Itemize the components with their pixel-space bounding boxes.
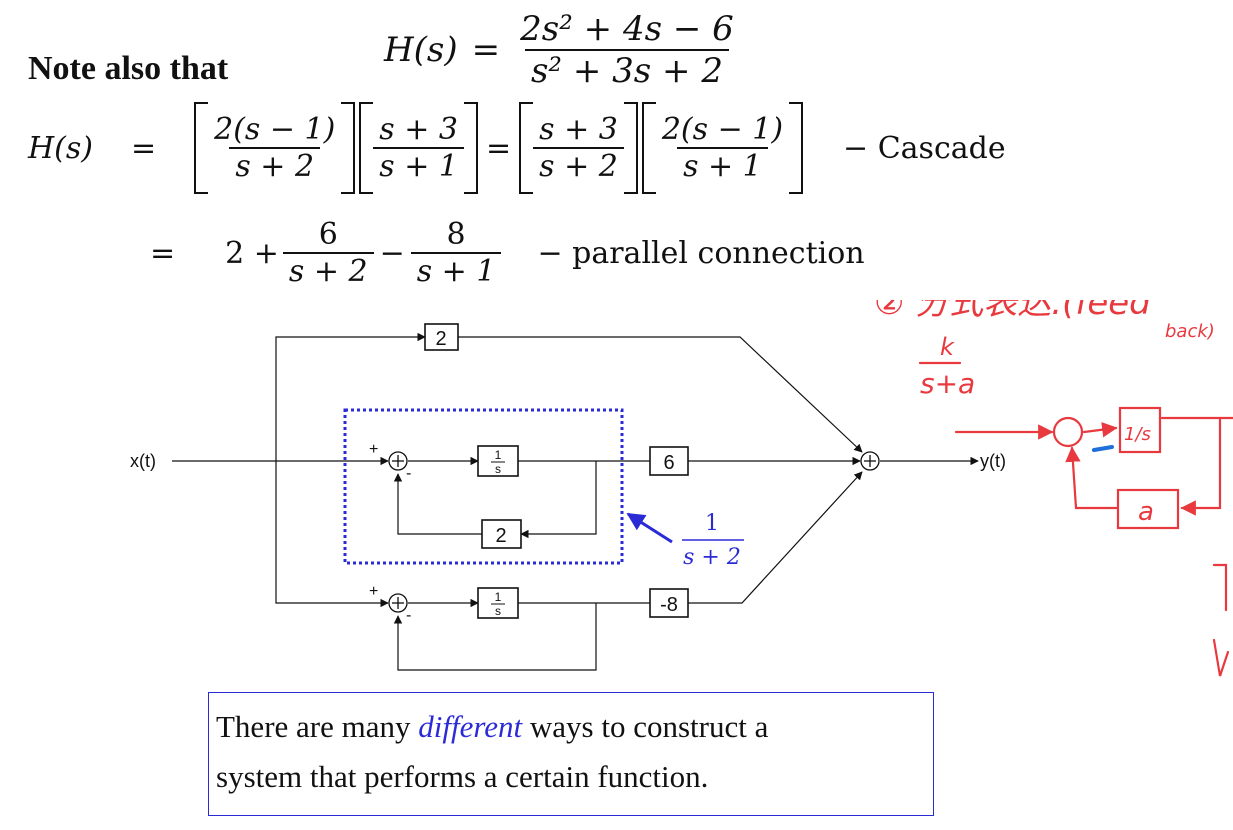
hw-frac-num: k xyxy=(940,333,955,361)
parallel-equation: = 2 + 6 s + 2 − 8 s + 1 − parallel conne… xyxy=(150,208,865,298)
input-label: x(t) xyxy=(130,451,156,471)
hw-to-integ xyxy=(1082,422,1118,438)
top-branch-out xyxy=(458,336,863,453)
mid-gain-box xyxy=(649,446,689,476)
cascade-factor-2: s + 3 s + 1 xyxy=(373,112,464,184)
fb-gain-label: 2 xyxy=(495,525,506,547)
fb-gain-box xyxy=(481,519,522,549)
bot-integ-num: 1 xyxy=(495,590,502,604)
cascade-f1-num: 2(s − 1) xyxy=(214,112,336,147)
hw-line1b: back) xyxy=(1165,321,1215,342)
cascade-f1-den: s + 2 xyxy=(229,147,321,184)
cascade-lhs: H(s) xyxy=(28,130,93,166)
parallel-f1-num: 6 xyxy=(318,217,338,252)
note-line-2: system that performs a certain function. xyxy=(216,759,709,794)
hw-gain-label: a xyxy=(1138,497,1154,527)
callout-den: s + 2 xyxy=(683,545,741,570)
parallel-label: − parallel connection xyxy=(537,235,865,271)
header-eq: = xyxy=(471,30,501,70)
header-numerator: 2s² + 4s − 6 xyxy=(520,9,734,49)
header-equation: H(s) = 2s² + 4s − 6 s² + 3s + 2 xyxy=(384,0,740,100)
cascade-f2-den: s + 1 xyxy=(373,147,464,184)
header-denominator: s² + 3s + 2 xyxy=(524,49,729,91)
bot-plus-sign: + xyxy=(369,583,378,600)
callout-arrow xyxy=(626,512,673,544)
bot-integ-den: s xyxy=(495,604,501,618)
mid-feedback-return xyxy=(393,473,482,535)
bracket-right xyxy=(341,102,356,194)
bracket-left xyxy=(194,102,209,194)
top-branch-line xyxy=(275,332,426,461)
cascade-equation: H(s) = 2(s − 1) s + 2 s + 3 s + 1 = s + … xyxy=(28,100,1006,196)
mid-integrator-box xyxy=(477,445,519,477)
bot-gain-to-sum xyxy=(688,471,863,604)
cascade-factor-4: 2(s − 1) s + 1 xyxy=(656,112,789,184)
bot-integrator-box xyxy=(477,587,519,619)
mid-plus-sign: + xyxy=(369,441,378,458)
header-H: H(s) xyxy=(384,30,458,70)
parallel-const: 2 + xyxy=(225,235,279,271)
parallel-minus: − xyxy=(379,235,405,271)
mid-gain-label: 6 xyxy=(663,452,674,474)
mid-minus-sign: - xyxy=(406,465,411,482)
note-text-emph: different xyxy=(418,709,523,744)
bracket-left xyxy=(519,102,534,194)
mid-feedback-line xyxy=(520,461,597,539)
parallel-f2-num: 8 xyxy=(446,217,466,252)
cascade-eq: = xyxy=(130,130,157,166)
parallel-term-2: 8 s + 1 xyxy=(410,217,502,289)
mid-integ-den: s xyxy=(495,462,501,476)
bottom-branch-line xyxy=(275,461,389,608)
top-gain-label: 2 xyxy=(435,328,446,350)
hw-feedback-right xyxy=(1180,416,1222,516)
cascade-f4-den: s + 1 xyxy=(677,147,768,184)
hw-blue-mark xyxy=(1092,445,1114,452)
hw-integ-label: 1/s xyxy=(1124,424,1151,445)
hw-sum-junction xyxy=(1052,416,1084,448)
bracket-right xyxy=(789,102,804,194)
bot-feedback-line xyxy=(393,603,597,671)
bracket-left xyxy=(641,102,656,194)
note-line-1: There are many different ways to constru… xyxy=(216,702,768,752)
cascade-eq2: = xyxy=(486,130,512,166)
hw-integ-box xyxy=(1118,406,1162,454)
note-box xyxy=(208,692,934,816)
top-gain-box xyxy=(424,323,459,351)
bracket-left xyxy=(359,102,374,194)
bracket-right xyxy=(464,102,478,194)
callout-num: 1 xyxy=(705,511,719,536)
note-text-after: ways to construct a xyxy=(522,709,769,744)
bot-gain-label: -8 xyxy=(660,594,678,616)
parallel-f1-den: s + 2 xyxy=(282,252,374,289)
cascade-factor-1: 2(s − 1) s + 2 xyxy=(208,112,341,184)
note-text: There are many different ways to constru… xyxy=(216,702,768,802)
hw-line1: ② 分式表达.(feed xyxy=(874,300,1151,323)
bot-gain-box xyxy=(649,588,689,618)
mid-integ-num: 1 xyxy=(495,448,502,462)
highlight-dashed-box xyxy=(343,408,624,565)
parallel-f2-den: s + 1 xyxy=(410,252,502,289)
note-text-before: There are many xyxy=(216,709,419,744)
cascade-factor-3: s + 3 s + 2 xyxy=(533,112,624,184)
cascade-label: − Cascade xyxy=(843,130,1006,166)
cascade-f4-num: 2(s − 1) xyxy=(661,112,784,147)
hw-feedback-left xyxy=(1065,446,1120,510)
hw-frac-den: s+a xyxy=(920,367,975,400)
bracket-right xyxy=(623,102,638,194)
block-diagram: 2 6 -8 2 1 s 1 s x(t) y(t) + - + - 1 s +… xyxy=(130,300,1233,677)
output-label: y(t) xyxy=(980,451,1006,471)
cascade-f3-num: s + 3 xyxy=(539,112,618,147)
parallel-eq: = xyxy=(150,235,176,271)
cascade-f3-den: s + 2 xyxy=(533,147,624,184)
parallel-term-1: 6 s + 2 xyxy=(282,217,374,289)
note-heading: Note also that xyxy=(28,50,229,87)
header-fraction: 2s² + 4s − 6 s² + 3s + 2 xyxy=(514,9,740,91)
bot-minus-sign: - xyxy=(406,607,411,624)
cascade-f2-num: s + 3 xyxy=(379,112,458,147)
